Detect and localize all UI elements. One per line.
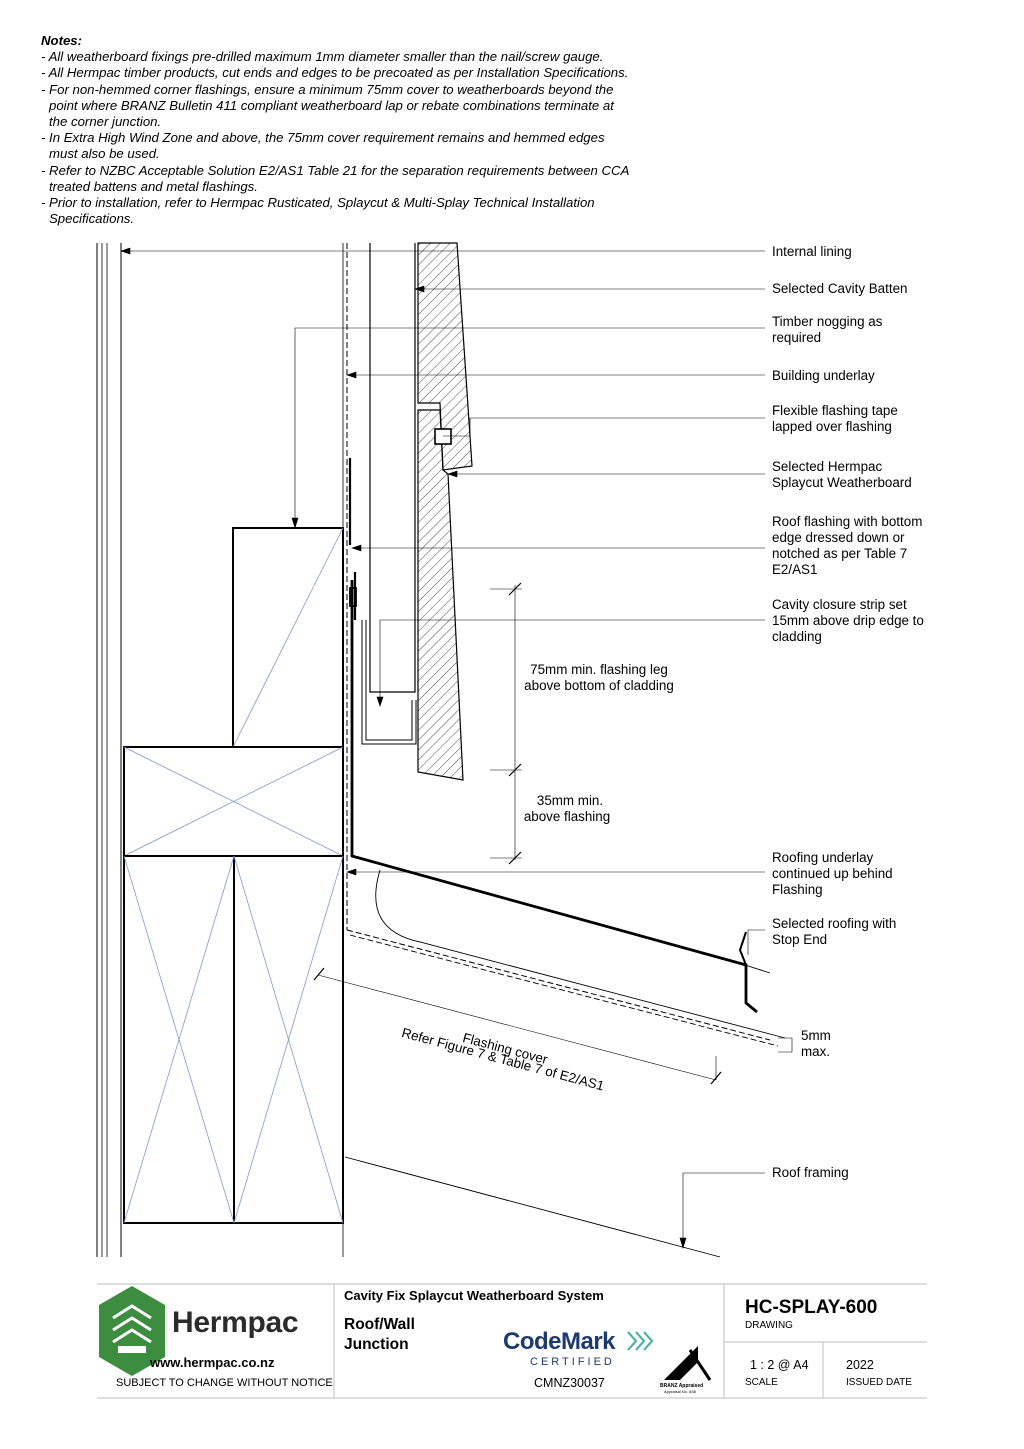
leader-lines	[120, 247, 793, 1250]
note-line: - All weatherboard fixings pre-drilled m…	[41, 49, 604, 65]
label-gap-2: max.	[801, 1044, 831, 1059]
label-weatherboard-2: Splaycut Weatherboard	[772, 475, 912, 490]
codemark-certified: CERTIFIED	[530, 1356, 615, 1368]
issued-date-label: ISSUED DATE	[846, 1377, 912, 1388]
label-internal-lining: Internal lining	[772, 244, 852, 259]
label-roofing-1: Selected roofing with	[772, 916, 897, 931]
label-closure-1: Cavity closure strip set	[772, 597, 907, 612]
notice-text: SUBJECT TO CHANGE WITHOUT NOTICE	[116, 1377, 333, 1389]
building-underlay	[346, 243, 771, 1041]
note-line: Specifications.	[49, 211, 135, 227]
label-roof-framing: Roof framing	[772, 1165, 849, 1180]
label-nogging-1: Timber nogging as	[772, 314, 883, 329]
website-link[interactable]: www.hermpac.co.nz	[150, 1355, 275, 1370]
label-roof-flashing-2: edge dressed down or	[772, 530, 905, 545]
note-line: - For non-hemmed corner flashings, ensur…	[41, 81, 614, 97]
drawing-subtitle-2: Junction	[344, 1336, 409, 1353]
hermpac-logo-icon	[99, 1286, 165, 1376]
notes-title: Notes:	[41, 33, 83, 48]
note-line: must also be used.	[49, 146, 160, 162]
label-roof-flashing-4: E2/AS1	[772, 562, 818, 577]
scale-value: 1 : 2 @ A4	[750, 1358, 809, 1372]
weatherboard-fixing	[434, 428, 452, 445]
note-line: - Prior to installation, refer to Hermpa…	[41, 195, 595, 211]
dim-leg-1: 75mm min. flashing leg	[530, 662, 668, 677]
label-closure-2: 15mm above drip edge to	[772, 613, 924, 628]
notes-block: Notes: - All weatherboard fixings pre-dr…	[41, 33, 701, 227]
branz-number: Appraisal No. 838	[664, 1389, 696, 1394]
note-line: treated battens and metal flashings.	[49, 178, 258, 194]
lower-framing	[123, 855, 344, 1224]
cavity-batten	[369, 243, 416, 693]
note-line: - In Extra High Wind Zone and above, the…	[41, 130, 605, 146]
roofing-underlay	[349, 869, 786, 1047]
roof-framing	[344, 1156, 721, 1258]
label-flashing-tape-2: lapped over flashing	[772, 419, 892, 434]
system-title: Cavity Fix Splaycut Weatherboard System	[344, 1288, 604, 1303]
label-cavity-batten: Selected Cavity Batten	[772, 281, 908, 296]
drawing-code-label: DRAWING	[745, 1320, 793, 1331]
dim-leg-2: above bottom of cladding	[524, 678, 674, 693]
note-line: point where BRANZ Bulletin 411 compliant…	[49, 97, 614, 113]
label-weatherboard-1: Selected Hermpac	[772, 459, 883, 474]
label-building-underlay: Building underlay	[772, 368, 875, 383]
label-roof-underlay-2: continued up behind	[772, 866, 893, 881]
dim-above-2: above flashing	[523, 809, 611, 824]
label-closure-3: cladding	[772, 629, 822, 644]
branz-appraised-icon	[664, 1346, 712, 1381]
dim-above-1: 35mm min.	[536, 793, 604, 808]
codemark-logo: CodeMark	[503, 1328, 616, 1355]
internal-lining	[96, 243, 122, 1257]
drawing-subtitle-1: Roof/Wall	[344, 1316, 415, 1333]
label-roof-flashing-3: notched as per Table 7	[772, 546, 908, 561]
label-gap-1: 5mm	[801, 1028, 831, 1043]
scale-label: SCALE	[745, 1377, 778, 1388]
note-line: - All Hermpac timber products, cut ends …	[41, 65, 629, 81]
flashing-tape	[348, 458, 357, 620]
dimension-lines	[313, 582, 722, 1085]
label-flashing-tape-1: Flexible flashing tape	[772, 403, 898, 418]
brand-name: Hermpac	[172, 1306, 299, 1339]
label-roof-flashing-1: Roof flashing with bottom	[772, 514, 923, 529]
title-block-frame	[97, 1283, 927, 1399]
drawing-code: HC-SPLAY-600	[745, 1297, 878, 1318]
issued-date: 2022	[846, 1358, 874, 1372]
label-roof-underlay-1: Roofing underlay	[772, 850, 874, 865]
label-roof-underlay-3: Flashing	[772, 882, 823, 897]
branz-label: BRANZ Appraised	[660, 1383, 704, 1389]
codemark-chevron-icon	[627, 1331, 654, 1351]
label-roofing-2: Stop End	[772, 932, 828, 947]
note-line: the corner junction.	[49, 114, 162, 130]
cavity-closure-strip	[361, 620, 417, 745]
note-line: - Refer to NZBC Acceptable Solution E2/A…	[41, 162, 630, 178]
label-nogging-2: required	[772, 330, 822, 345]
timber-nogging	[232, 527, 344, 748]
top-plate	[123, 746, 344, 857]
codemark-number: CMNZ30037	[534, 1376, 605, 1390]
